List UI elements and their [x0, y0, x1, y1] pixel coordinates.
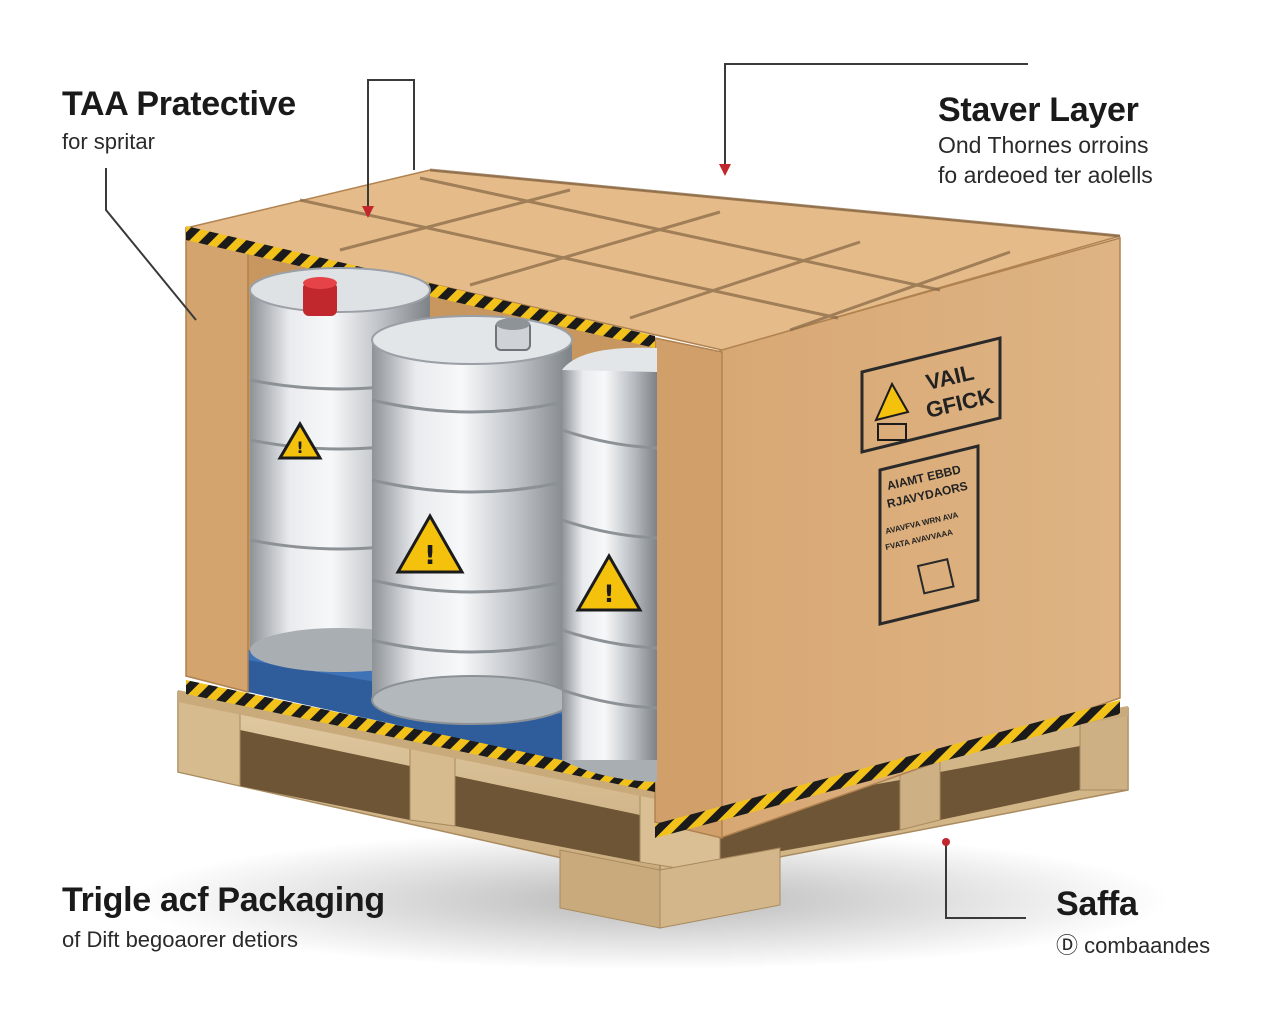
svg-text:!: ! — [604, 580, 615, 608]
callout-bottom-left-sub: of Dift begoaorer detiors — [62, 927, 299, 952]
leader-top-center — [367, 79, 415, 212]
hazard-tape-bottom-left — [186, 680, 655, 792]
hazard-sign-icon: ! — [395, 512, 465, 574]
callout-markers — [362, 164, 950, 846]
box-front-pillar — [185, 227, 249, 693]
drum-middle: ! — [371, 315, 573, 725]
callout-top-right-sub-1: Ond Thornes orroins — [938, 132, 1149, 158]
leader-top-right — [724, 63, 1028, 168]
hazard-symbol-icon — [874, 381, 910, 441]
info-label-badge-icon — [916, 558, 955, 595]
callout-top-left-sub: for spritar — [62, 129, 155, 154]
callout-bottom-left: Trigle acf Packaging of Dift begoaorer d… — [62, 880, 385, 954]
hazard-sign-icon: ! — [277, 421, 323, 460]
leader-top-left — [105, 168, 197, 321]
callout-bottom-right-sub: combaandes — [1084, 933, 1211, 958]
callout-top-right-sub-2: fo ardeoed ter aolells — [938, 162, 1153, 188]
small-glyph-icon: Ⓓ — [1056, 933, 1079, 958]
callout-bottom-right-title: Saffa — [1056, 885, 1138, 923]
leader-bottom-right — [945, 842, 1026, 919]
drum-front: ! — [561, 347, 658, 782]
callout-bottom-right: Saffa Ⓓ combaandes — [1056, 884, 1210, 960]
svg-text:!: ! — [296, 438, 303, 457]
callout-top-left-title: TAA Pratective — [62, 85, 296, 123]
callout-bottom-left-title: Trigle acf Packaging — [62, 881, 385, 919]
callout-top-right: Staver Layer Ond Thornes orroins fo arde… — [938, 90, 1153, 190]
callout-leaders — [105, 63, 1028, 919]
hazard-tape-bottom-right — [655, 700, 1120, 838]
hazard-sign-icon: ! — [575, 552, 643, 612]
callout-top-right-title: Staver Layer — [938, 91, 1139, 129]
callout-top-left: TAA Pratective for spritar — [62, 84, 296, 156]
svg-text:!: ! — [424, 541, 436, 571]
red-cap — [303, 282, 337, 316]
